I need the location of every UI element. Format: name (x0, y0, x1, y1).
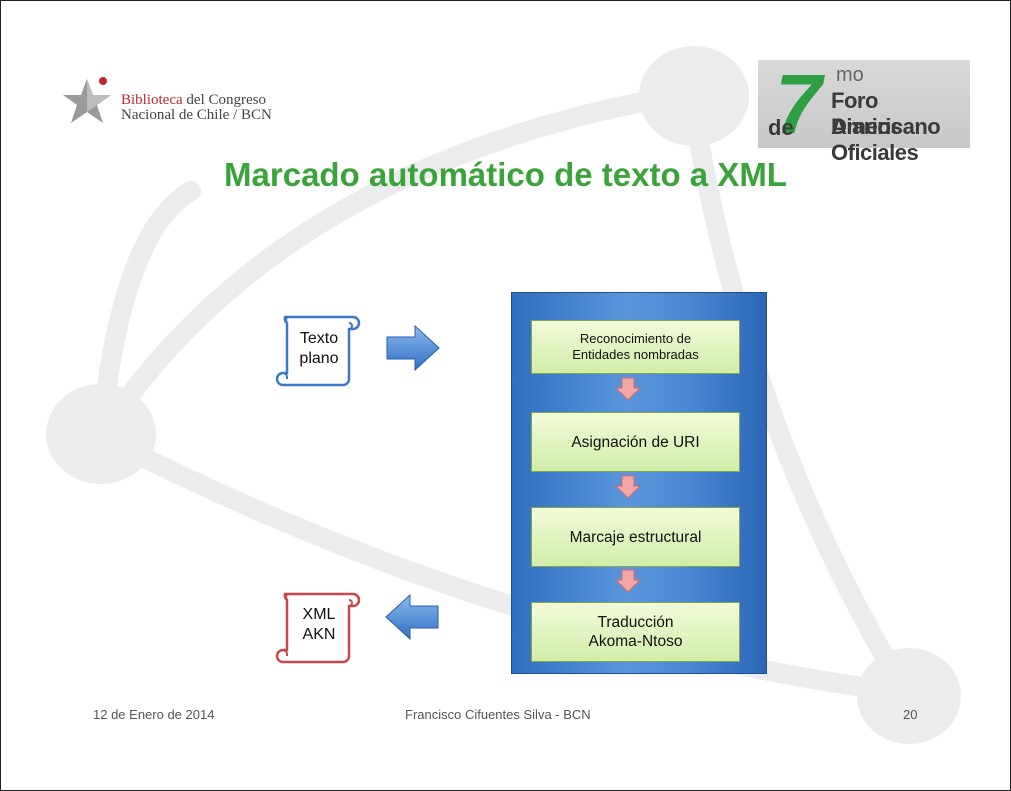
arrow-down-icon (615, 569, 641, 593)
bcn-logo-text: Biblioteca del Congreso Nacional de Chil… (121, 93, 272, 123)
foro-logo: 7 mo de Foro Americano Diarios Oficiales (758, 57, 970, 165)
bcn-logo-line2: Nacional de Chile / BCN (121, 107, 272, 123)
foro-logo-line1: Foro Americano (831, 88, 941, 139)
footer-date: 12 de Enero de 2014 (93, 707, 215, 722)
step-4-line2: Akoma-Ntoso (588, 633, 683, 650)
input-doc-line2: plano (299, 350, 339, 367)
foro-logo-seven: 7 (775, 57, 822, 151)
bcn-logo-red-word: Biblioteca (121, 92, 183, 108)
scroll-document-icon (275, 315, 361, 387)
bcn-logo: Biblioteca del Congreso Nacional de Chil… (59, 71, 299, 141)
step-3-label: Marcaje estructural (569, 528, 702, 546)
step-structural-markup: Marcaje estructural (531, 507, 740, 567)
process-panel: Reconocimiento de Entidades nombradas As… (511, 292, 767, 674)
step-uri-assignment: Asignación de URI (531, 412, 740, 472)
step-1-line1: Reconocimiento de (579, 331, 692, 346)
step-entity-recognition: Reconocimiento de Entidades nombradas (531, 320, 740, 374)
bcn-logo-line1: del Congreso (182, 92, 266, 108)
star-logo-icon (63, 77, 111, 123)
foro-logo-superscript: mo (836, 64, 864, 86)
arrow-down-icon (615, 377, 641, 401)
slide-title: Marcado automático de texto a XML (224, 156, 787, 193)
footer-author: Francisco Cifuentes Silva - BCN (405, 707, 591, 722)
step-1-line2: Entidades nombradas (572, 347, 699, 362)
output-doc-line1: XML (302, 606, 336, 623)
input-doc-line1: Texto (299, 330, 339, 347)
output-doc-line2: AKN (302, 626, 336, 643)
step-2-label: Asignación de URI (571, 433, 700, 451)
output-document-label: XML AKN (289, 605, 349, 645)
foro-logo-de: de (768, 115, 794, 140)
page-number: 20 (903, 707, 918, 722)
scroll-document-icon (275, 592, 361, 664)
arrow-right-icon (386, 324, 440, 372)
input-document-label: Texto plano (289, 329, 349, 369)
arrow-left-icon (385, 593, 439, 641)
arrow-down-icon (615, 475, 641, 499)
foro-logo-line2: Diarios Oficiales (831, 114, 919, 165)
step-4-line1: Traducción (597, 614, 674, 631)
step-akoma-ntoso-translation: Traducción Akoma-Ntoso (531, 602, 740, 662)
